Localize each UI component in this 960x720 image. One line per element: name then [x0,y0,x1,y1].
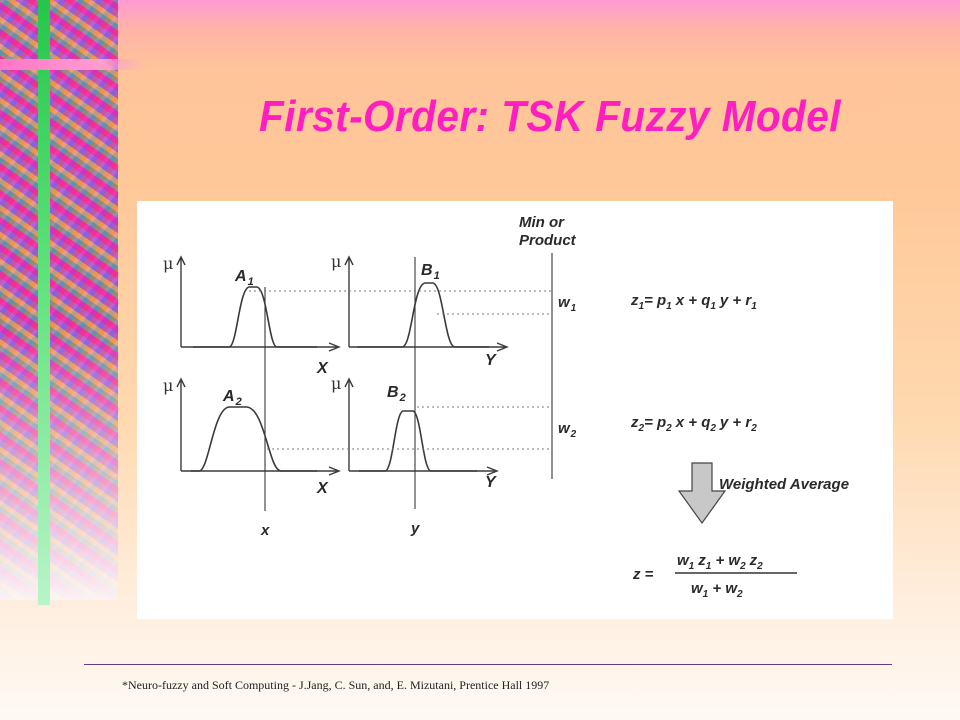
set-name: A [234,268,247,285]
weight-subscript: 1 [571,303,577,314]
mu-label: μ [331,252,341,271]
b1-y-arrow [344,255,354,266]
b2-membership-curve [359,410,477,472]
mu-label: μ [331,374,341,393]
b2-y-arrow [344,377,354,388]
a1-membership-curve [193,286,317,348]
weight-symbol: w [558,294,571,311]
tsk-diagram-svg: μ μ μ μ A1 B1 A2 B2 X Y X Y x y Min or P… [163,214,849,600]
b1-x-arrow [496,342,509,352]
mu-label: μ [163,376,173,395]
a1-x-arrow [328,342,341,352]
weighted-average-label: Weighted Average [719,476,849,493]
set-name: B [421,262,433,279]
product-label: Product [519,232,577,249]
set-label-b1: B1 [421,262,440,282]
a2-x-arrow [328,466,341,476]
a1-y-arrow [176,255,186,266]
set-subscript: 2 [399,392,406,404]
set-label-b2: B2 [387,384,406,404]
set-name: B [387,384,399,401]
mu-label: μ [163,254,173,273]
axis-label-y: Y [485,352,497,369]
set-subscript: 2 [235,396,242,408]
decorative-horizontal-bar [0,59,145,70]
decorative-vertical-bar [38,0,50,605]
b1-membership-curve [357,282,489,348]
a2-y-arrow [176,377,186,388]
weight-subscript: 2 [570,429,577,440]
min-or-label: Min or [519,214,565,231]
a2-membership-curve [191,406,317,472]
input-label-y: y [410,520,420,537]
axis-label-x: X [316,480,329,497]
final-denominator: w1 + w2 [691,580,743,600]
axis-label-y: Y [485,474,497,491]
input-label-x: x [260,522,270,539]
w2-label: w2 [558,420,577,440]
down-arrow-icon [677,462,727,525]
footer-citation: *Neuro-fuzzy and Soft Computing - J.Jang… [122,678,550,692]
weight-symbol: w [558,420,571,437]
w1-label: w1 [558,294,577,314]
set-label-a1: A1 [234,268,254,288]
set-subscript: 1 [248,276,254,288]
slide-title: First-Order: TSK Fuzzy Model [259,92,841,141]
set-label-a2: A2 [222,388,242,408]
footer-divider [84,664,892,665]
axis-label-x: X [316,360,329,377]
set-subscript: 1 [434,270,440,282]
final-equation-lhs: z = [632,566,654,583]
b2-x-arrow [486,466,499,476]
tsk-diagram: μ μ μ μ A1 B1 A2 B2 X Y X Y x y Min or P… [137,201,893,619]
decorative-pattern-fade [0,0,118,600]
set-name: A [222,388,235,405]
